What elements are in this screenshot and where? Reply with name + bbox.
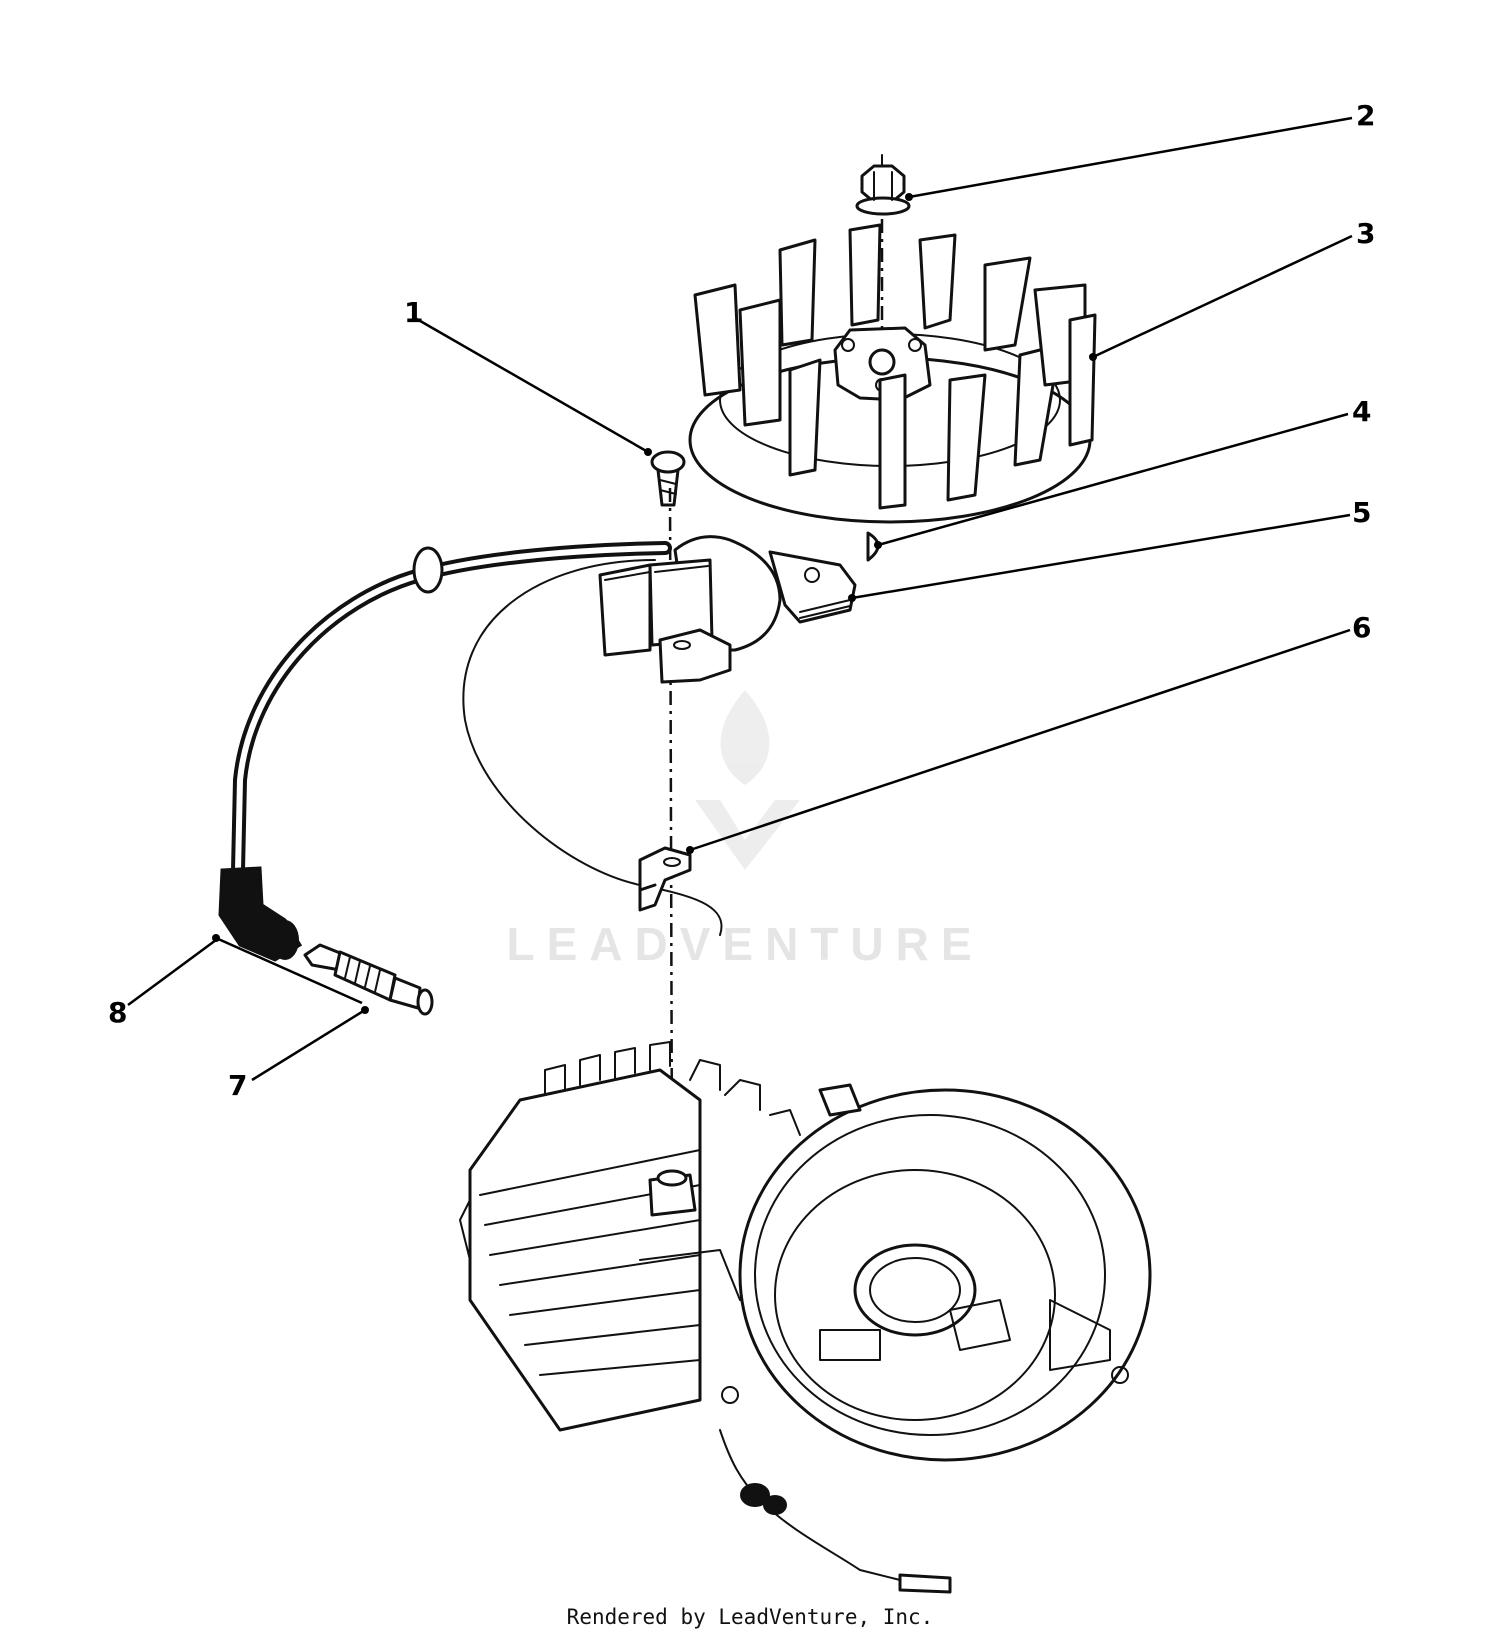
flywheel xyxy=(688,223,1097,524)
ignition-module xyxy=(598,535,857,684)
spark-plug-boot xyxy=(218,866,303,962)
engine-block xyxy=(459,1041,1152,1462)
ground-clip xyxy=(638,846,692,912)
callout-7: 7 xyxy=(228,1069,247,1102)
alignment-axis xyxy=(668,487,674,1171)
ground-wire xyxy=(462,559,723,936)
footer-credit: Rendered by LeadVenture, Inc. xyxy=(566,1605,934,1629)
callout-3: 3 xyxy=(1356,217,1375,250)
callout-4: 4 xyxy=(1352,395,1371,428)
v-logo-icon xyxy=(695,800,800,870)
watermark-text: LEADVENTURE xyxy=(506,918,983,970)
flywheel-nut xyxy=(855,154,911,216)
kill-wire xyxy=(719,1429,952,1594)
callout-8: 8 xyxy=(108,996,127,1029)
lead-grommet xyxy=(412,546,444,594)
callout-6: 6 xyxy=(1352,611,1371,644)
watermark: LEADVENTURE xyxy=(506,690,983,970)
leader-lines xyxy=(127,116,1353,1082)
spark-plug xyxy=(303,943,434,1016)
mounting-screw xyxy=(650,450,686,507)
callout-2: 2 xyxy=(1356,99,1375,132)
callout-1: 1 xyxy=(404,296,423,329)
flame-logo-icon xyxy=(720,690,770,785)
callout-5: 5 xyxy=(1352,496,1371,529)
